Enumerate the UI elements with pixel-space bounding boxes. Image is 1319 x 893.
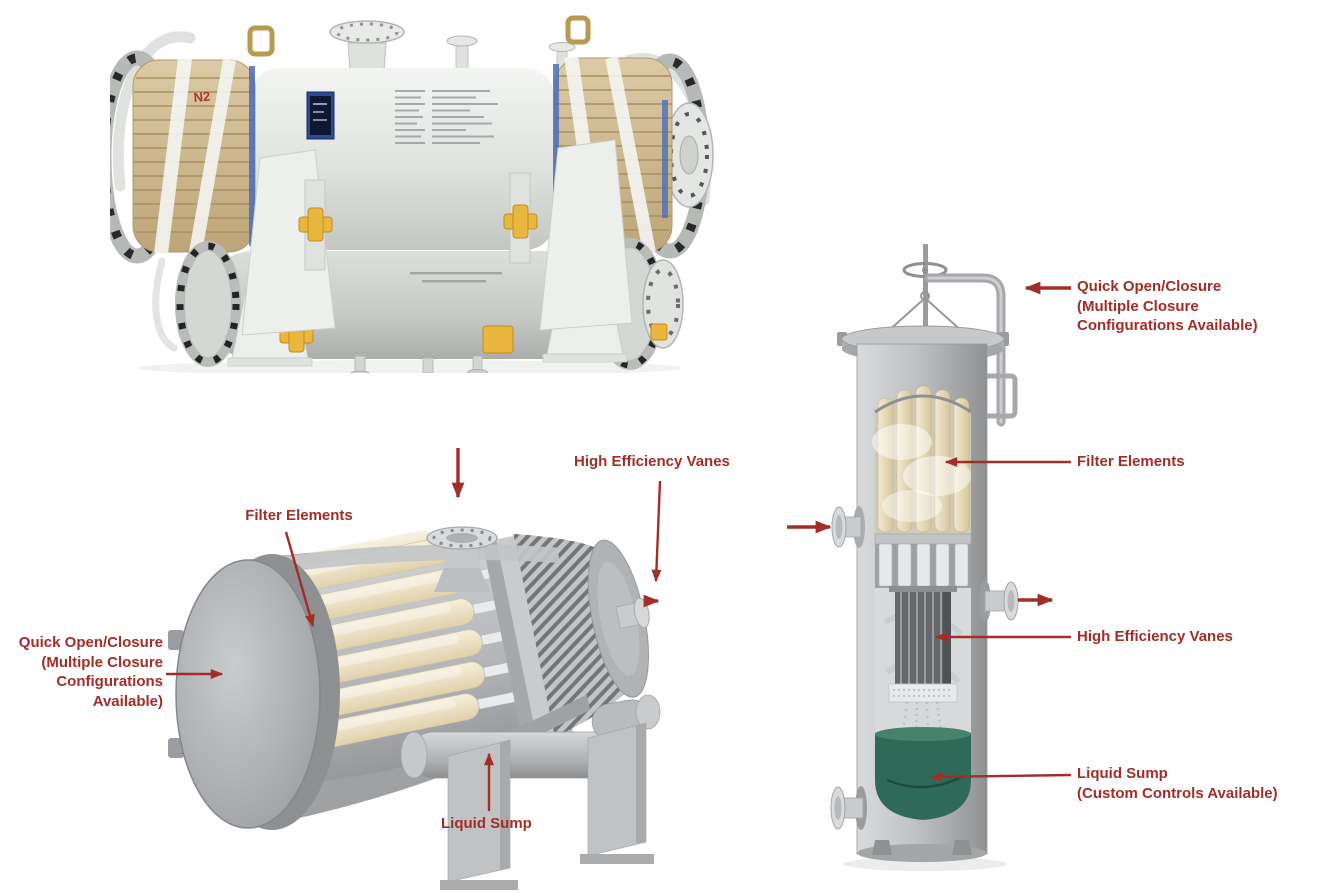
outlet-end	[587, 539, 650, 698]
yellow-blind-flange	[482, 325, 514, 354]
drain-tray	[888, 683, 958, 703]
yellow-cap	[650, 323, 668, 341]
skirt-gusset	[952, 840, 972, 855]
vane-pack	[888, 586, 958, 703]
riser-tubes	[878, 543, 969, 587]
label-line: Filter Elements	[245, 507, 353, 524]
stencil-marking: N2	[193, 89, 211, 105]
lower-shell-cut-edge	[278, 694, 591, 821]
label-filter-elements-vertical: Filter Elements	[1077, 452, 1185, 472]
strap	[154, 57, 192, 255]
label-liquid-sump-vertical: Liquid Sump (Custom Controls Available)	[1077, 764, 1278, 803]
stencil-text-block	[395, 90, 498, 144]
label-line: Liquid Sump	[441, 815, 532, 832]
label-liquid-sump-horizontal: Liquid Sump	[441, 814, 551, 834]
inlet-nozzle	[426, 526, 498, 592]
cutaway-interior	[872, 385, 972, 820]
yellow-cross-right	[503, 204, 538, 239]
label-line: Quick Open/Closure	[1077, 278, 1222, 295]
liquid-sump-assembly	[400, 694, 661, 890]
drain-nozzle	[830, 786, 867, 830]
lifting-shackle-left	[247, 25, 275, 57]
inlet-nozzle	[831, 506, 865, 548]
label-line: (Multiple Closure	[1077, 297, 1199, 315]
falling-droplets	[901, 701, 943, 733]
label-quick-open-closure-horizontal: Quick Open/Closure (Multiple Closure Con…	[0, 633, 163, 711]
support-leg-left	[440, 739, 518, 890]
outlet-nozzle	[979, 580, 1019, 622]
label-line: Configurations	[56, 673, 163, 690]
davit-arm-bottom	[152, 257, 178, 352]
label-line: High Efficiency Vanes	[574, 453, 730, 470]
blue-tape	[249, 66, 255, 246]
nameplate-tag	[306, 91, 335, 140]
vent-nozzle-top	[446, 35, 478, 73]
vertical-filter-separator-cutaway	[830, 244, 1019, 871]
label-line: Quick Open/Closure	[18, 634, 163, 651]
bottom-left-flange	[175, 241, 241, 367]
bottom-drain-nozzles	[349, 355, 488, 373]
label-line: Filter Elements	[1077, 453, 1185, 470]
label-line: Liquid Sump	[1077, 765, 1168, 782]
floor-shadow	[843, 857, 1007, 871]
skirt-gusset	[872, 840, 892, 855]
label-line: Available)	[92, 692, 163, 710]
label-quick-open-closure-vertical: Quick Open/Closure (Multiple Closure Con…	[1077, 277, 1258, 336]
label-high-efficiency-vanes-horizontal: High Efficiency Vanes	[574, 452, 764, 472]
tube-sheet	[482, 538, 537, 746]
strap	[189, 58, 236, 254]
strap	[605, 56, 656, 254]
blue-tape	[662, 100, 668, 218]
vent-nozzle-top-right	[548, 42, 576, 75]
label-line: High Efficiency Vanes	[1077, 628, 1233, 645]
photo-stacked-filter-vessels: N2	[110, 15, 714, 373]
support-leg-right	[580, 722, 654, 864]
label-filter-elements-horizontal: Filter Elements	[240, 506, 358, 526]
blue-tape	[553, 64, 559, 246]
label-line: Configurations Available)	[1077, 317, 1258, 334]
saddle-plate-right	[539, 139, 633, 331]
filter-elements-bundle	[872, 385, 971, 533]
label-line: (Custom Controls Available)	[1077, 784, 1278, 802]
lifting-shackle-right	[565, 15, 591, 45]
label-high-efficiency-vanes-vertical: High Efficiency Vanes	[1077, 627, 1233, 647]
tube-sheet	[874, 533, 972, 545]
yellow-cross-left	[298, 207, 333, 242]
davit-arm-left	[112, 31, 196, 192]
label-line: (Multiple Closure	[41, 653, 163, 671]
support-frame	[241, 139, 633, 336]
wood-cover-left	[132, 57, 256, 255]
liquid-sump	[875, 727, 971, 820]
quick-open-closure-head	[168, 554, 340, 830]
